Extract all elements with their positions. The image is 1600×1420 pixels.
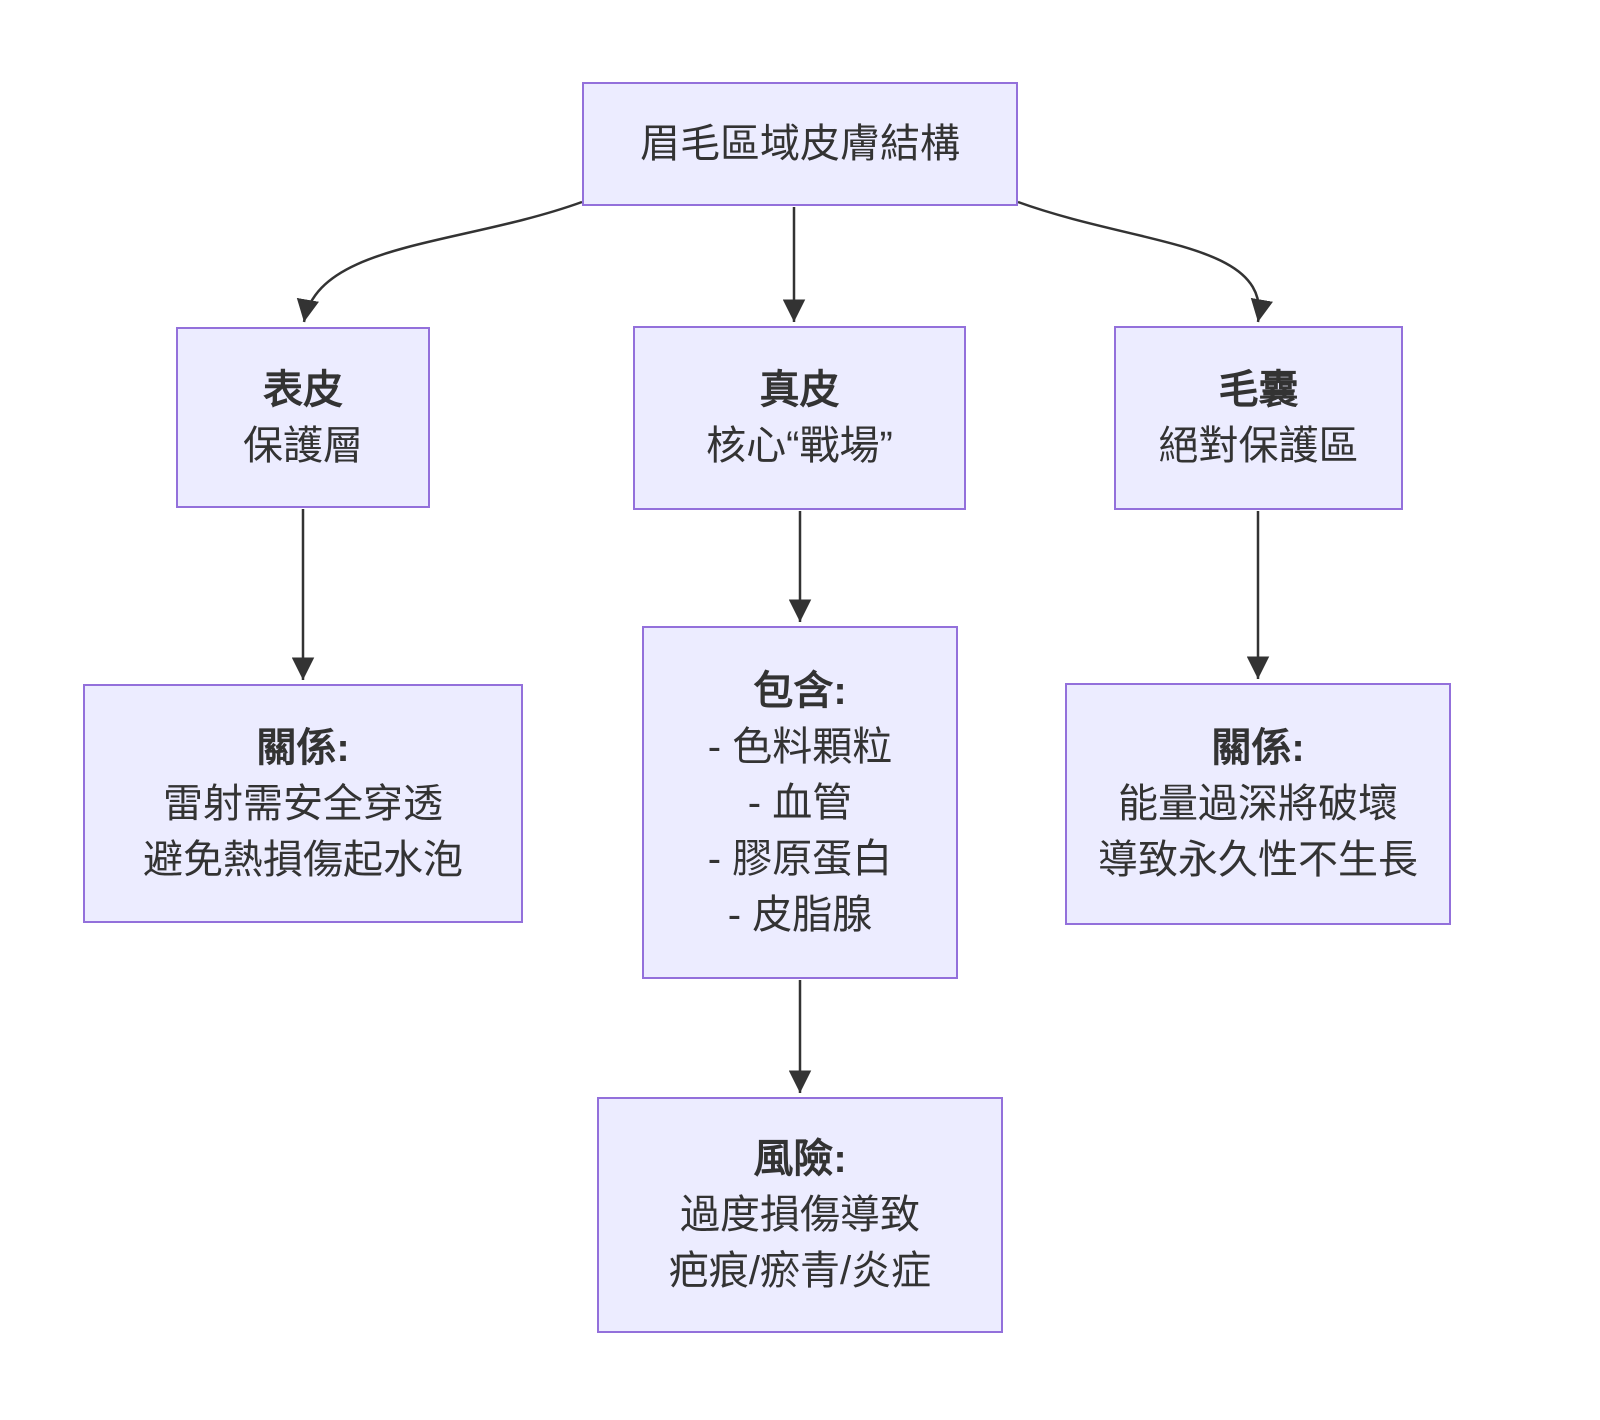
node-title: 真皮 (759, 368, 840, 412)
node-text: 疤痕/瘀青/炎症 (668, 1249, 932, 1293)
node-text: 避免熱損傷起水泡 (143, 837, 463, 882)
node-label: 毛囊 絕對保護區 (1116, 362, 1401, 474)
node-label: 表皮 保護層 (178, 362, 428, 474)
node-label: 關係: 雷射需安全穿透 避免熱損傷起水泡 (85, 720, 521, 888)
node-text: 過度損傷導致 (680, 1193, 920, 1237)
node-text: - 血管 (747, 780, 853, 825)
node-title: 關係: (256, 725, 350, 770)
node-text: 保護層 (243, 423, 363, 468)
node-root-skin-structure: 眉毛區域皮膚結構 (582, 82, 1018, 206)
node-dermis-risk: 風險: 過度損傷導致 疤痕/瘀青/炎症 (597, 1097, 1003, 1333)
node-text: 核心“戰場” (706, 424, 893, 468)
node-label: 真皮 核心“戰場” (635, 362, 964, 474)
node-follicle: 毛囊 絕對保護區 (1114, 326, 1403, 510)
node-epidermis: 表皮 保護層 (176, 327, 430, 508)
node-dermis: 真皮 核心“戰場” (633, 326, 966, 510)
node-label: 關係: 能量過深將破壞 導致永久性不生長 (1067, 720, 1449, 888)
node-text: - 皮脂腺 (727, 892, 873, 937)
node-label: 眉毛區域皮膚結構 (584, 116, 1016, 172)
edge-root-to-epidermis (296, 200, 583, 323)
node-title: 毛囊 (1218, 368, 1299, 412)
node-dermis-contains: 包含: - 色料顆粒 - 血管 - 膠原蛋白 - 皮脂腺 (642, 626, 958, 979)
node-follicle-relation: 關係: 能量過深將破壞 導致永久性不生長 (1065, 683, 1451, 925)
node-text: - 膠原蛋白 (707, 836, 893, 881)
node-text: 雷射需安全穿透 (163, 781, 443, 826)
node-label: 包含: - 色料顆粒 - 血管 - 膠原蛋白 - 皮脂腺 (644, 663, 956, 943)
node-title: 表皮 (263, 367, 343, 412)
node-epidermis-relation: 關係: 雷射需安全穿透 避免熱損傷起水泡 (83, 684, 523, 923)
node-title: 風險: (753, 1137, 847, 1181)
edge-root-to-follicle (1017, 200, 1273, 323)
node-text: 導致永久性不生長 (1098, 838, 1418, 882)
node-text: 眉毛區域皮膚結構 (640, 122, 960, 166)
node-text: 絕對保護區 (1158, 424, 1359, 468)
node-text: 能量過深將破壞 (1118, 782, 1398, 826)
node-text: - 色料顆粒 (707, 724, 893, 769)
node-title: 包含: (753, 668, 847, 713)
node-label: 風險: 過度損傷導致 疤痕/瘀青/炎症 (599, 1131, 1001, 1299)
node-title: 關係: (1211, 726, 1305, 770)
